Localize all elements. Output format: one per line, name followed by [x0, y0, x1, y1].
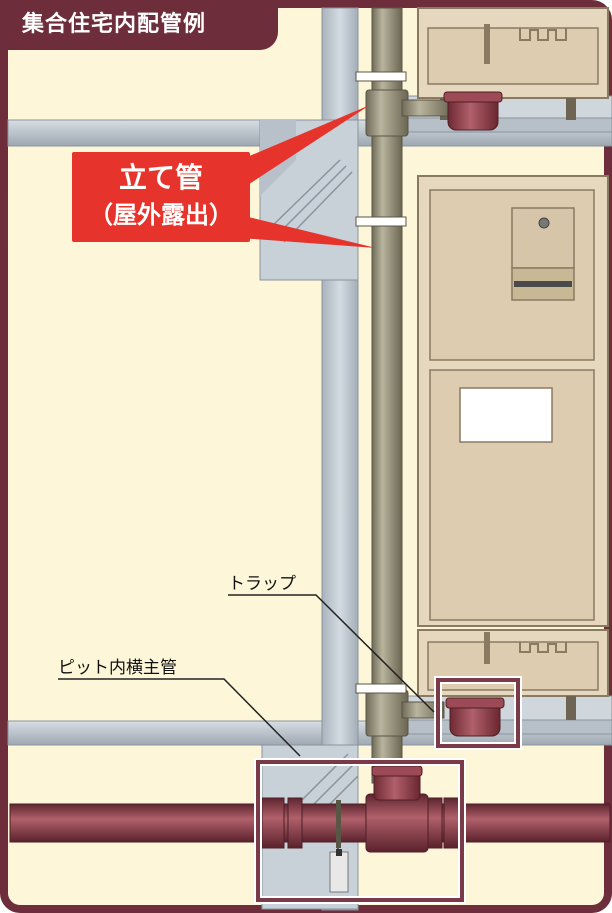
callout-line2: （屋外露出） — [89, 201, 233, 229]
diagram-title: 集合住宅内配管例 — [0, 0, 278, 50]
pipe-clamps — [355, 71, 407, 694]
lower-balcony-floor — [391, 719, 612, 735]
callout-line1: 立て管 — [118, 161, 203, 194]
lower-tee — [365, 689, 445, 737]
trap-label: トラップ — [228, 574, 296, 594]
vertical-pipe-callout: 立て管 （屋外露出） — [72, 152, 250, 242]
leader-lines — [58, 594, 435, 757]
pit-pipe-label: ピット内横主管 — [58, 658, 177, 678]
vertical-stack-pipe — [371, 7, 403, 784]
upper-tee — [365, 89, 453, 137]
horizontal-main-pipe — [9, 765, 611, 893]
pit-highlight-box-inner — [256, 760, 464, 902]
upper-balcony-floor — [391, 117, 612, 133]
callout-pointers — [240, 105, 376, 248]
upper-trap-icon — [443, 91, 503, 131]
trap-highlight-box-inner — [436, 678, 520, 748]
upper-cabinet — [417, 7, 609, 120]
wall-cabinet — [417, 175, 609, 627]
lower-trap-icon — [445, 697, 505, 737]
